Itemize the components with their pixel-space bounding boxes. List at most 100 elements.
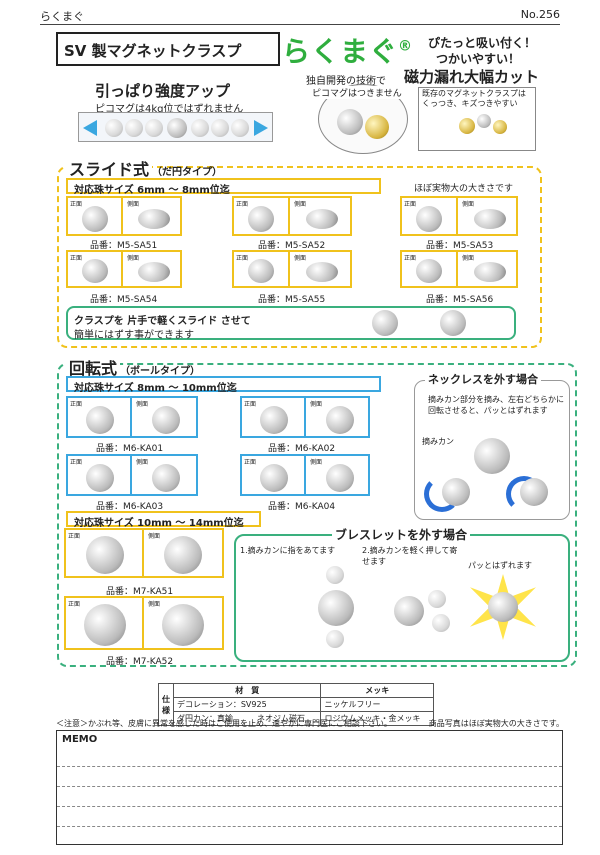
- pearl-image: [326, 630, 344, 648]
- pearl-image: [211, 119, 229, 137]
- product-code: 品番：M5-SA54: [90, 295, 158, 305]
- pearl-image: [191, 119, 209, 137]
- slide-section-frame: [57, 166, 542, 348]
- notice-right-text: 商品写真はほぼ実物大の大きさです。: [428, 719, 564, 728]
- tagline-1: ぴたっと吸い付く！: [428, 36, 537, 50]
- pull-strength-sub: ピコマグは4kg位ではずれません: [95, 104, 244, 115]
- product-code: 品番：M5-SA55: [258, 295, 326, 305]
- tab-label: 摘みカン: [422, 437, 454, 446]
- existing-clasp-text: 既存のマグネットクラスプは くっつき、キズつきやすい: [422, 89, 526, 108]
- bracelet-step1: 1.摘みカンに指をあてます: [240, 546, 336, 555]
- product-card[interactable]: 正面 側面: [232, 250, 352, 288]
- bracelet-clasp-image: [394, 596, 424, 626]
- tech-sub-text: ピコマグはつきません: [312, 86, 402, 99]
- memo-label: MEMO: [62, 734, 98, 745]
- clasp-side-image: [138, 262, 170, 282]
- tech-text: 独自開発の技術で: [306, 76, 386, 87]
- product-card[interactable]: 正面 側面: [240, 396, 370, 438]
- product-card[interactable]: 正面 側面: [64, 528, 224, 578]
- arrow-right-icon: [254, 120, 268, 136]
- clasp-image: [167, 118, 187, 138]
- bracelet-step2: 2.摘みカンを軽く押して寄せます: [362, 546, 458, 566]
- product-code: 品番：M6-KA03: [96, 502, 164, 512]
- clasp-side-image: [162, 604, 204, 646]
- side-label: 側面: [310, 459, 323, 466]
- front-label: 正面: [70, 459, 83, 466]
- side-label: 側面: [310, 401, 323, 408]
- title-frame: [56, 32, 280, 66]
- clasp-silver-image: [477, 114, 491, 128]
- clasp-side-image: [306, 262, 338, 282]
- spec-material-header: 材 質: [172, 683, 322, 698]
- brand-name: らくまぐ: [282, 35, 399, 68]
- spec-row1-plating: ニッケルフリー: [320, 697, 434, 712]
- front-label: 正面: [68, 601, 81, 608]
- product-card[interactable]: 正面 側面: [66, 396, 198, 438]
- side-label: 側面: [136, 459, 149, 466]
- memo-line: [57, 806, 562, 807]
- product-code: 品番：M5-SA56: [426, 295, 494, 305]
- side-label: 側面: [127, 201, 140, 208]
- product-code: 品番：M5-SA52: [258, 241, 326, 251]
- clasp-front-image: [86, 464, 114, 492]
- bracelet-step3: パッとはずれます: [468, 561, 532, 570]
- slide-demo-image: [440, 310, 466, 336]
- product-card[interactable]: 正面 側面: [400, 196, 518, 236]
- magnet-leak-title: 磁力漏れ大幅カット: [404, 68, 540, 86]
- front-label: 正面: [70, 401, 83, 408]
- memo-line: [57, 766, 562, 767]
- pearl-image: [105, 119, 123, 137]
- clasp-side-image: [152, 406, 180, 434]
- side-label: 側面: [294, 255, 307, 262]
- pearl-image: [326, 566, 344, 584]
- product-card[interactable]: 正面 側面: [400, 250, 518, 288]
- product-code: 品番：M6-KA04: [268, 502, 336, 512]
- memo-box[interactable]: [56, 730, 563, 845]
- side-label: 側面: [462, 201, 475, 208]
- clasp-gold-image: [365, 115, 389, 139]
- page-number: No.256: [520, 8, 560, 21]
- slide-hint-line2: 簡単にはずす事ができます: [74, 330, 194, 341]
- front-label: 正面: [244, 459, 257, 466]
- front-label: 正面: [70, 201, 83, 208]
- clasp-half-image: [442, 478, 470, 506]
- clasp-front-image: [260, 464, 288, 492]
- clasp-front-image: [84, 604, 126, 646]
- pearl-image: [125, 119, 143, 137]
- notice-text: ＜注意＞かぶれ等、皮膚に異常を感じた時はご使用を止め、速やかに専門医にご相談下さ…: [56, 719, 392, 728]
- necklace-clasp-image: [474, 438, 510, 474]
- slide-section-header: スライド式（だ円タイプ）: [66, 156, 222, 180]
- clasp-side-image: [474, 209, 506, 229]
- clasp-silver-image: [337, 109, 363, 135]
- clasp-side-image: [164, 536, 202, 574]
- necklace-title: ネックレスを外す場合: [425, 371, 541, 387]
- spec-row2-material: ダ円カン：真鍮 ネオジム磁石: [172, 711, 322, 726]
- pearl-strand-image: [78, 112, 273, 142]
- clasp-gold-image: [459, 118, 475, 134]
- clasp-front-image: [82, 206, 108, 232]
- product-card[interactable]: 正面 側面: [240, 454, 370, 496]
- product-card[interactable]: 正面 側面: [66, 250, 182, 288]
- product-card[interactable]: 正面 側面: [66, 454, 198, 496]
- product-code: 品番：M5-SA51: [90, 241, 158, 251]
- spec-row1-material: デコレーション：SV925: [172, 697, 322, 712]
- clasp-front-image: [82, 259, 108, 283]
- product-card[interactable]: 正面 側面: [232, 196, 352, 236]
- front-label: 正面: [404, 201, 417, 208]
- rotate-section-header: 回転式（ボールタイプ）: [66, 355, 200, 379]
- arrow-left-icon: [83, 120, 97, 136]
- page-title: SV 製マグネットクラスプ: [64, 42, 242, 60]
- product-code: 品番：M7-KA52: [106, 657, 174, 667]
- header-brand: らくまぐ: [40, 10, 84, 23]
- product-card[interactable]: 正面 側面: [64, 596, 224, 650]
- bracelet-clasp-image: [318, 590, 354, 626]
- existing-clasp-image: [418, 87, 536, 151]
- rotate-section-frame: [57, 363, 577, 667]
- clasp-front-image: [416, 206, 442, 232]
- side-label: 側面: [294, 201, 307, 208]
- front-label: 正面: [236, 201, 249, 208]
- clasp-gold-image: [493, 120, 507, 134]
- side-label: 側面: [148, 533, 161, 540]
- product-card[interactable]: 正面 側面: [66, 196, 182, 236]
- clasp-front-image: [86, 536, 124, 574]
